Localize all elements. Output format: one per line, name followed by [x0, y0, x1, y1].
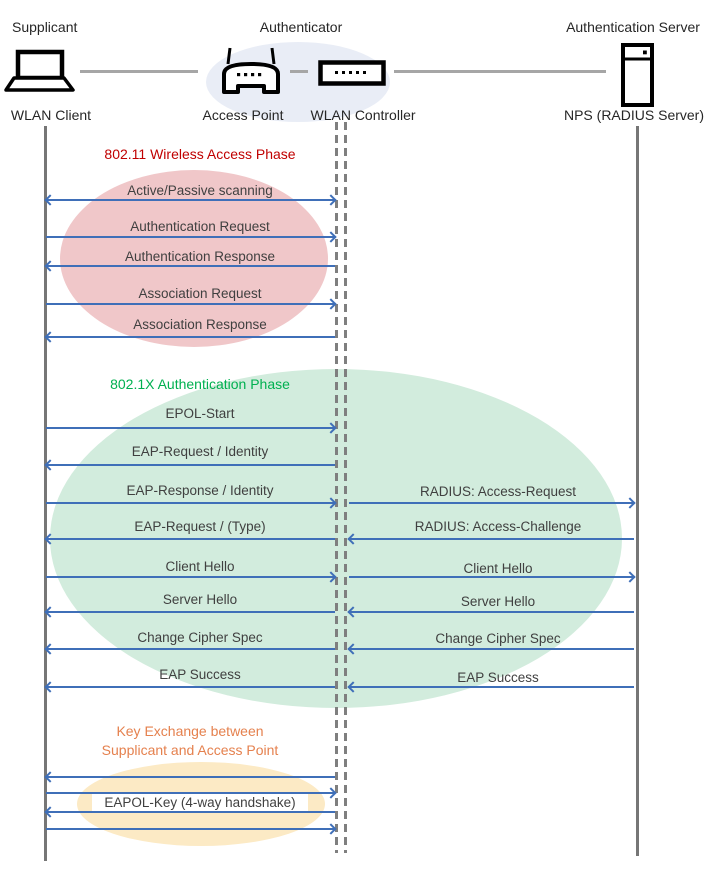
- message-label: EAP Success: [159, 667, 241, 682]
- message-arrow-right: [46, 496, 337, 509]
- phase1-title: 802.11 Wireless Access Phase: [104, 146, 296, 162]
- message-label: EAP-Response / Identity: [126, 483, 274, 498]
- message-arrow-left: [347, 680, 634, 693]
- message-arrow-right: [46, 230, 337, 243]
- message-arrow-left: [44, 605, 335, 618]
- message-label: Change Cipher Spec: [137, 630, 263, 645]
- wireless-router-icon: [222, 47, 280, 94]
- message-label: RADIUS: Access-Challenge: [414, 519, 582, 534]
- message-arrow-right: [46, 297, 337, 310]
- device-wlan-client: WLAN Client: [10, 107, 92, 123]
- message-label: Association Response: [133, 317, 267, 332]
- phase2-title: 802.1X Authentication Phase: [110, 376, 290, 392]
- message-arrow-right: [46, 570, 337, 583]
- lifeline-server: [636, 126, 639, 856]
- role-authentication-server: Authentication Server: [566, 19, 700, 35]
- message-label: Server Hello: [162, 592, 238, 607]
- connector-line: [394, 70, 606, 73]
- message-arrow-left: [44, 330, 335, 343]
- role-authenticator: Authenticator: [259, 19, 343, 35]
- device-access-point: Access Point: [202, 107, 284, 123]
- message-arrow-right: [349, 496, 636, 509]
- laptop-icon: [4, 49, 75, 92]
- message-label: Client Hello: [165, 559, 235, 574]
- role-supplicant: Supplicant: [12, 19, 78, 35]
- connector-line: [290, 70, 308, 73]
- phase3-title-line1: Key Exchange between: [116, 723, 264, 739]
- message-label: RADIUS: Access-Request: [419, 484, 577, 499]
- lifeline-controller-dashed-1: [335, 122, 338, 853]
- message-arrow-left: [347, 642, 634, 655]
- message-arrow-left: [44, 642, 335, 655]
- phase3-title-line2: Supplicant and Access Point: [101, 742, 279, 758]
- handshake-arrow-left: [44, 770, 335, 783]
- message-label: EAP-Request / (Type): [134, 519, 266, 534]
- message-arrow-left: [347, 532, 634, 545]
- handshake-arrow-right: [46, 786, 337, 799]
- message-arrow-right: [349, 570, 636, 583]
- message-label: Authentication Response: [124, 249, 276, 264]
- lifeline-controller-dashed-2: [344, 122, 347, 853]
- device-nps-radius-server: NPS (RADIUS Server): [563, 107, 705, 123]
- message-label: Association Request: [138, 286, 262, 301]
- handshake-label: EAPOL-Key (4-way handshake): [48, 794, 352, 812]
- message-label: Authentication Request: [130, 219, 270, 234]
- message-label: Server Hello: [460, 594, 536, 609]
- message-arrow-left: [44, 259, 335, 272]
- message-arrow-left: [44, 532, 335, 545]
- message-arrow-left: [44, 458, 335, 471]
- connector-line: [80, 70, 198, 73]
- message-label: Client Hello: [463, 561, 533, 576]
- message-arrow-right: [46, 421, 337, 434]
- message-arrow-left: [347, 605, 634, 618]
- message-label: EAP Success: [457, 670, 539, 685]
- message-label: Change Cipher Spec: [435, 631, 561, 646]
- device-wlan-controller: WLAN Controller: [310, 107, 416, 123]
- server-icon: [621, 43, 654, 107]
- message-arrow-left: [44, 680, 335, 693]
- handshake-arrow-right: [46, 822, 337, 835]
- message-label: EAP-Request / Identity: [131, 444, 269, 459]
- message-label: Active/Passive scanning: [127, 183, 273, 198]
- message-label: EPOL-Start: [165, 406, 235, 421]
- message-arrow-both: [44, 193, 337, 206]
- lifeline-client: [44, 126, 47, 861]
- switch-icon: [318, 60, 386, 86]
- handshake-label-text: EAPOL-Key (4-way handshake): [92, 794, 308, 812]
- handshake-arrow-left: [44, 805, 335, 818]
